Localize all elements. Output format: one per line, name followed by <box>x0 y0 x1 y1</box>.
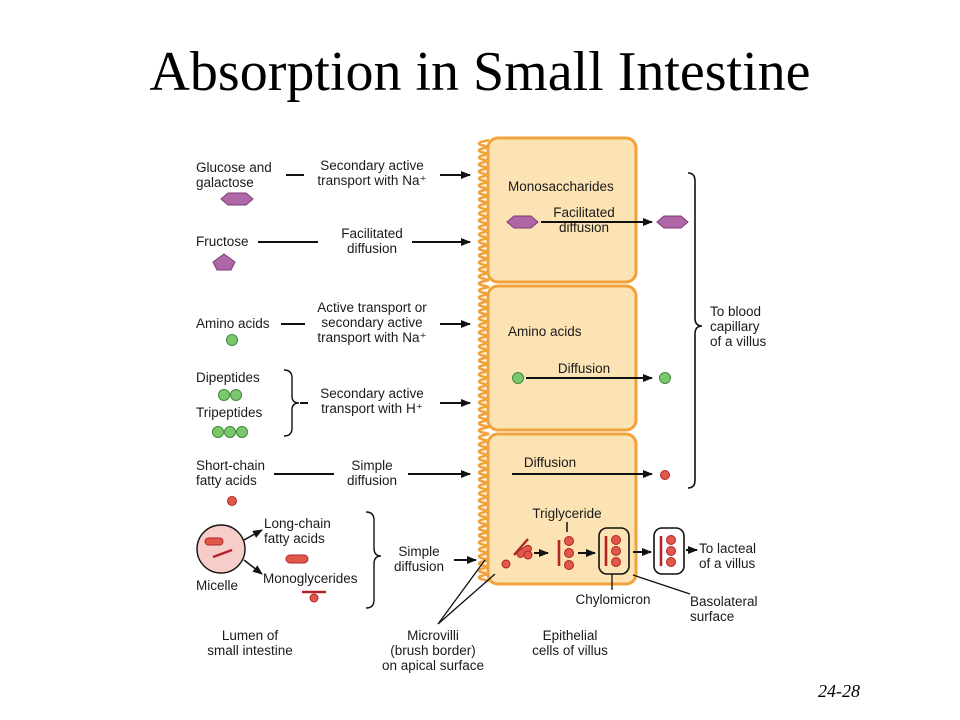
micelle <box>196 524 246 574</box>
microvilli-border <box>477 138 490 583</box>
label-tripeptides: Tripeptides <box>196 405 263 420</box>
dipeptide-dot <box>230 389 242 401</box>
label-cell-diffusion-scfa: Diffusion <box>524 455 576 470</box>
label-cell-monosaccharides: Monosaccharides <box>508 179 614 194</box>
label-amino-acids: Amino acids <box>196 316 270 331</box>
triglyceride-dot <box>564 536 574 546</box>
peptide-brace <box>283 369 300 437</box>
cell-fatty-acid-bar <box>513 538 529 556</box>
glucose-hexagon <box>220 192 254 206</box>
blood-scfa-dot <box>660 470 670 480</box>
label-chylomicron: Chylomicron <box>575 592 650 607</box>
tripeptide-dot <box>212 426 224 438</box>
cell-amino-acid-dot <box>512 372 524 384</box>
micelle-fatty-acid <box>204 537 224 546</box>
triglyceride-dot <box>564 548 574 558</box>
tripeptide-dot <box>236 426 248 438</box>
blood-amino-acid-dot <box>659 372 671 384</box>
label-micelle: Micelle <box>196 578 238 593</box>
tripeptide-dot <box>224 426 236 438</box>
monoglyceride-dot <box>309 593 319 603</box>
label-fructose: Fructose <box>196 234 249 249</box>
slide-title: Absorption in Small Intestine <box>149 41 811 103</box>
cell-monoglyceride-dot <box>523 550 533 560</box>
fructose-pentagon <box>212 253 236 271</box>
cell-monoglyceride-dot <box>501 559 511 569</box>
label-dipeptides: Dipeptides <box>196 370 260 385</box>
cell-middle <box>486 284 638 432</box>
amino-acid-dot <box>226 334 238 346</box>
scfa-dot <box>227 496 237 506</box>
blood-monosaccharide-hexagon <box>656 215 689 229</box>
triglyceride-dot <box>564 560 574 570</box>
label-cell-diffusion-amino: Diffusion <box>558 361 610 376</box>
label-monoglycerides: Monoglycerides <box>263 571 358 586</box>
micelle-monoglyceride <box>212 548 233 559</box>
blood-brace <box>687 172 703 489</box>
lipid-brace <box>365 511 382 609</box>
long-chain-fatty-acid <box>285 554 309 564</box>
label-microvilli: Microvilli(brush border)on apical surfac… <box>382 628 484 673</box>
slide-number: 24-28 <box>818 681 860 701</box>
cell-monosaccharide-hexagon <box>506 215 539 229</box>
dipeptide-dot <box>218 389 230 401</box>
label-triglyceride: Triglyceride <box>532 506 601 521</box>
label-cell-amino-acids: Amino acids <box>508 324 582 339</box>
